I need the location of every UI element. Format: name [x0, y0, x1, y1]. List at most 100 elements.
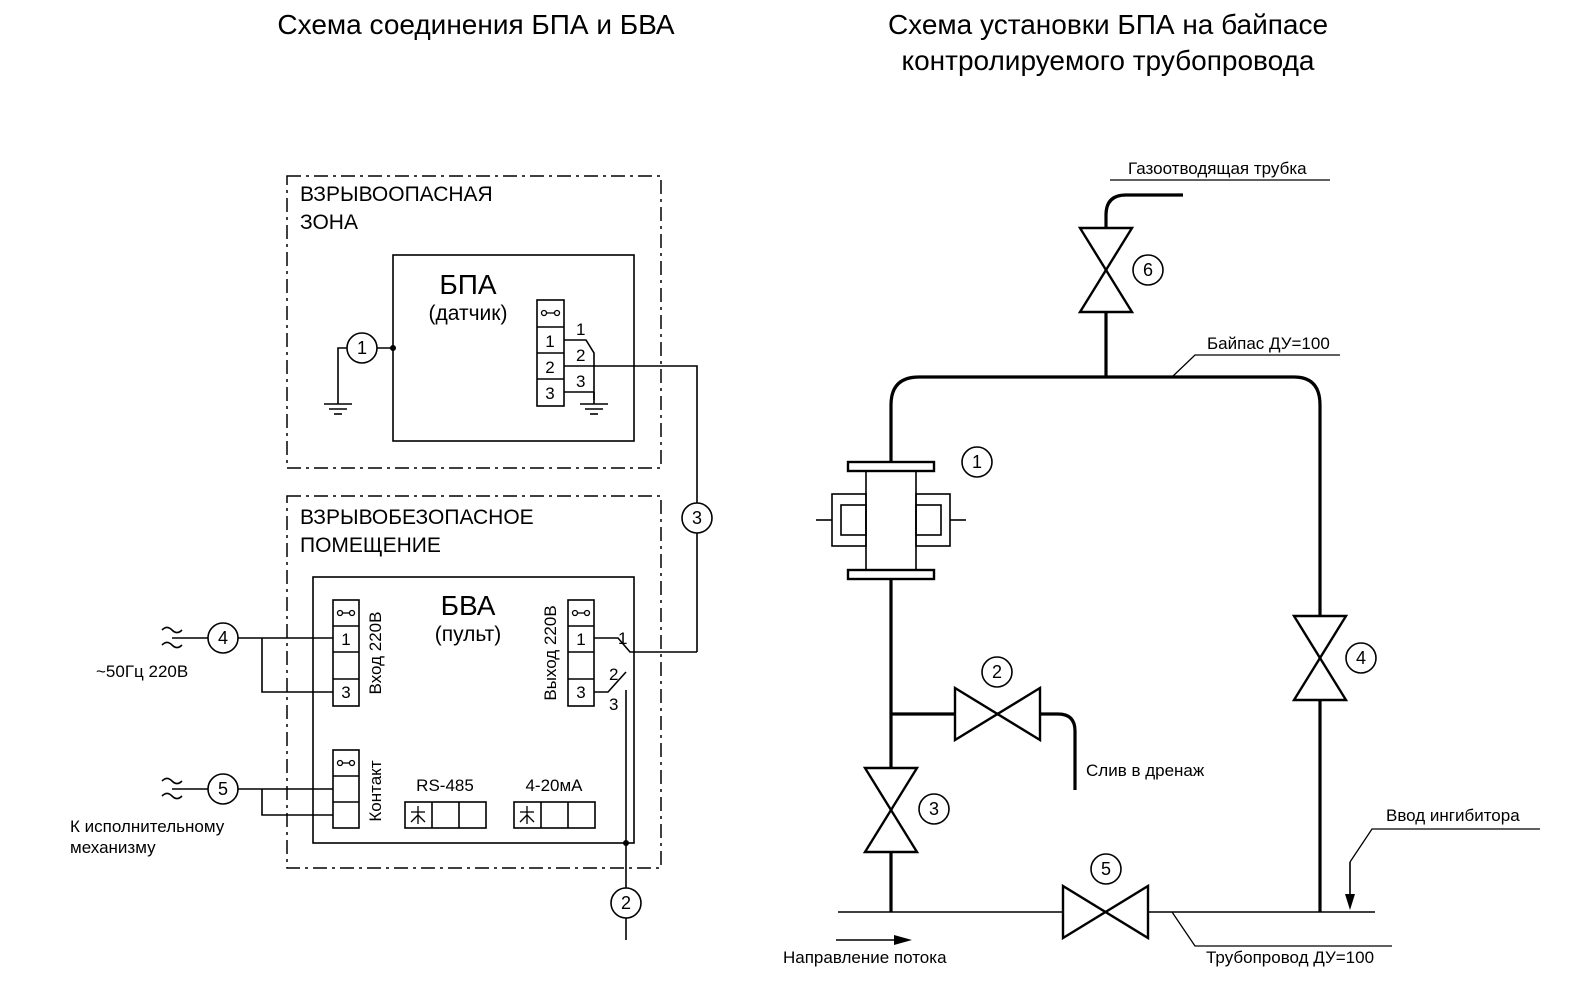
bpa-desc: (датчик) — [429, 302, 508, 325]
callout-circle-r6 — [1132, 254, 1164, 286]
bpa-terminal-2: 2 — [545, 358, 554, 377]
bypass-leader — [1171, 354, 1340, 378]
junction-dot — [390, 345, 396, 351]
valve-2 — [953, 685, 1042, 743]
connector-icon — [571, 609, 591, 617]
bypass-loop — [889, 375, 1322, 912]
actuator-label-line1: К исполнительному — [70, 817, 225, 836]
bypass-label: Байпас ДУ=100 — [1207, 334, 1330, 353]
callout-r5: 5 — [1101, 859, 1111, 879]
callout-r3: 3 — [929, 799, 939, 819]
callout-circle-r1 — [961, 446, 993, 478]
actuator-label-line2: механизму — [70, 838, 156, 857]
rs485-label: RS-485 — [416, 776, 474, 795]
callout-1: 1 — [357, 338, 367, 358]
actuator-wire-2 — [261, 789, 333, 816]
inhibitor-leader — [1349, 828, 1540, 863]
inhibitor-label: Ввод ингибитора — [1386, 806, 1520, 825]
connector-icon — [336, 609, 356, 617]
cable-break-icon — [161, 626, 183, 649]
ground-icon — [580, 392, 608, 415]
cable-bpa-bva — [564, 365, 698, 652]
bva-input-terminal-1: 1 — [341, 630, 350, 649]
bpa-name: БПА — [439, 269, 497, 300]
supply-label: ~50Гц 220В — [96, 662, 188, 681]
bpa-wire-1 — [564, 339, 595, 400]
callout-circle-3 — [681, 502, 713, 534]
callout-r2: 2 — [992, 662, 1002, 682]
bva-contact-label: Контакт — [366, 760, 385, 821]
valve-4 — [1291, 614, 1349, 702]
bva-pin-2: 2 — [609, 665, 618, 684]
current-loop-connector — [513, 801, 596, 829]
current-loop-label: 4-20мА — [525, 776, 583, 795]
pipeline-label: Трубопровод ДУ=100 — [1206, 948, 1374, 967]
valve-6 — [1077, 226, 1135, 314]
ground-icon — [324, 403, 352, 415]
drain-branch — [891, 712, 1077, 790]
rs485-connector — [404, 801, 487, 829]
bva-desc: (пульт) — [435, 623, 502, 646]
connection-diagram-title: Схема соединения БПА и БВА — [277, 9, 674, 40]
bpa-unit — [392, 254, 635, 442]
cable-break-icon — [161, 777, 183, 800]
bva-wire-2 — [594, 671, 627, 693]
antenna-ground-icon — [410, 806, 426, 824]
callout-r1: 1 — [972, 452, 982, 472]
bva-output-terminal-block: 1 3 — [567, 599, 595, 707]
callout-circle-2 — [610, 887, 642, 919]
connector-icon — [540, 309, 561, 317]
bva-input-terminal-block: 1 3 — [332, 599, 360, 707]
callout-3: 3 — [692, 508, 702, 528]
bpa-terminal-1: 1 — [545, 332, 554, 351]
gas-tube-label: Газоотводящая трубка — [1128, 159, 1307, 178]
callout-r4: 4 — [1356, 648, 1366, 668]
drain-label: Слив в дренаж — [1086, 761, 1205, 780]
bva-output-label: Выход 220В — [541, 605, 560, 700]
bpa-pin-1: 1 — [576, 320, 585, 339]
connection-diagram: Схема соединения БПА и БВА ВЗРЫВООПАСНАЯ… — [70, 9, 713, 940]
installation-title-line1: Схема установки БПА на байпасе — [888, 9, 1328, 40]
valve-3 — [862, 766, 920, 854]
bpa-terminal-block: 1 2 3 — [536, 299, 565, 407]
gas-vent-tube — [1104, 193, 1183, 377]
callout-circle-4 — [207, 622, 239, 654]
hazard-zone-boundary — [286, 175, 662, 469]
installation-diagram: Схема установки БПА на байпасе контролир… — [783, 9, 1540, 967]
safe-room-label-line2: ПОМЕЩЕНИЕ — [300, 534, 441, 557]
valve-5 — [1061, 883, 1150, 941]
bva-input-terminal-3: 3 — [341, 683, 350, 702]
callout-circle-r2 — [981, 656, 1013, 688]
connector-icon — [336, 759, 356, 767]
callout-r6: 6 — [1143, 260, 1153, 280]
bpa-terminal-3: 3 — [545, 384, 554, 403]
flow-label: Направление потока — [783, 948, 947, 967]
bpa-pin-2: 2 — [576, 346, 585, 365]
callout-4: 4 — [218, 628, 228, 648]
arrow-right-icon — [894, 935, 912, 945]
bva-unit — [312, 576, 635, 844]
bva-wire-1 — [594, 637, 697, 653]
bva-input-label: Вход 220В — [366, 612, 385, 695]
arrow-down-icon — [1345, 894, 1355, 910]
callout-circle-5 — [207, 773, 239, 805]
callout-circle-r5 — [1090, 853, 1122, 885]
bva-contact-terminal-block — [332, 749, 360, 829]
callout-2: 2 — [621, 893, 631, 913]
installation-title-line2: контролируемого трубопровода — [902, 45, 1315, 76]
callout-5: 5 — [218, 779, 228, 799]
supply-wire-3 — [261, 638, 333, 693]
callout-circle-1 — [346, 332, 378, 364]
bva-output-terminal-1: 1 — [576, 630, 585, 649]
bpa-sensor — [816, 460, 966, 581]
callout-circle-r3 — [918, 793, 950, 825]
safe-room-label-line1: ВЗРЫВОБЕЗОПАСНОЕ — [300, 506, 534, 529]
bpa-pin-3: 3 — [576, 372, 585, 391]
callout-circle-r4 — [1345, 642, 1377, 674]
bva-output-terminal-3: 3 — [576, 683, 585, 702]
antenna-ground-icon — [519, 806, 535, 824]
pipeline-leader — [1171, 911, 1392, 947]
bva-name: БВА — [441, 590, 496, 621]
bva-pin-3: 3 — [609, 695, 618, 714]
